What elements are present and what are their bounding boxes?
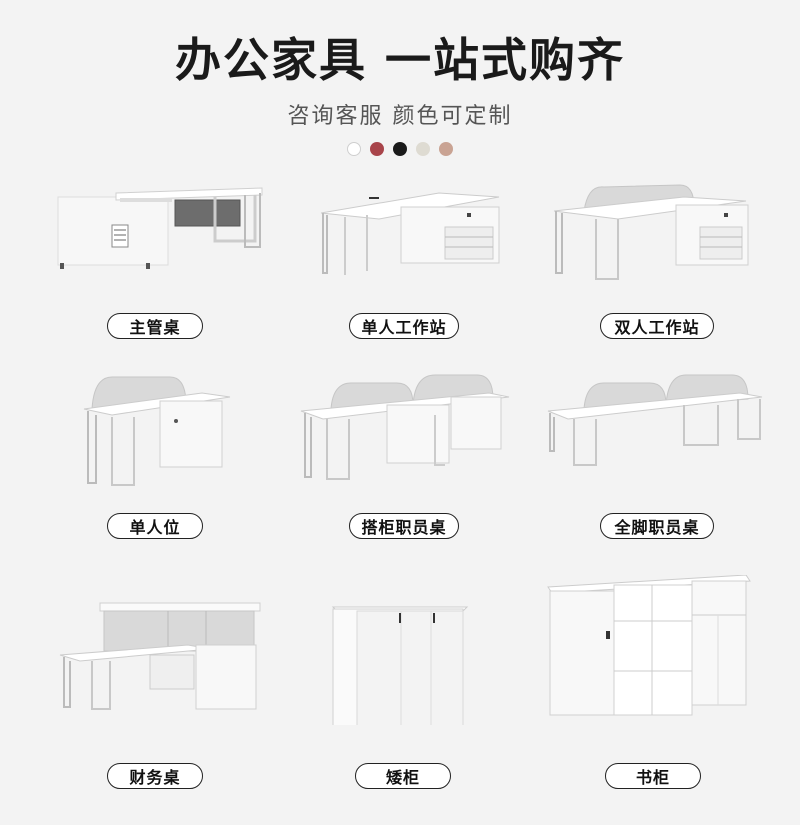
- single-workstation-image: [320, 192, 500, 275]
- full-leg-staff-desk-image: [547, 374, 763, 466]
- product-label-double-workstation[interactable]: 双人工作站: [600, 313, 714, 339]
- product-label-finance-desk[interactable]: 财务桌: [107, 763, 203, 789]
- product-label-cabinet-staff-desk[interactable]: 搭柜职员桌: [349, 513, 459, 539]
- product-full-leg-staff-desk[interactable]: 全脚职员桌: [534, 365, 800, 615]
- product-label-executive-desk[interactable]: 主管桌: [107, 313, 203, 339]
- product-label-bookcase[interactable]: 书柜: [605, 763, 701, 789]
- bookcase-image: [547, 575, 751, 716]
- double-workstation-image: [553, 184, 749, 280]
- product-finance-desk[interactable]: 财务桌: [0, 575, 266, 825]
- color-swatch-black[interactable]: [393, 142, 407, 156]
- finance-desk-image: [59, 602, 261, 710]
- product-low-cabinet[interactable]: 矮柜: [267, 575, 533, 825]
- product-cabinet-staff-desk[interactable]: 搭柜职员桌: [267, 365, 533, 615]
- product-executive-desk[interactable]: 主管桌: [0, 175, 266, 425]
- color-swatch-red[interactable]: [370, 142, 384, 156]
- product-double-workstation[interactable]: 双人工作站: [534, 175, 800, 425]
- product-label-single-seat-desk[interactable]: 单人位: [107, 513, 203, 539]
- product-label-low-cabinet[interactable]: 矮柜: [355, 763, 451, 789]
- single-seat-desk-image: [83, 376, 231, 486]
- color-swatches: [0, 142, 800, 156]
- product-bookcase[interactable]: 书柜: [534, 575, 800, 825]
- cabinet-staff-desk-image: [300, 374, 510, 480]
- product-single-seat-desk[interactable]: 单人位: [0, 365, 266, 615]
- executive-desk-image: [57, 187, 263, 269]
- color-swatch-beige[interactable]: [416, 142, 430, 156]
- page-subtitle: 咨询客服 颜色可定制: [287, 104, 513, 129]
- low-cabinet-image: [331, 606, 469, 725]
- product-label-full-leg-staff-desk[interactable]: 全脚职员桌: [600, 513, 714, 539]
- color-swatch-rose[interactable]: [439, 142, 453, 156]
- product-single-workstation[interactable]: 单人工作站: [267, 175, 533, 425]
- product-label-single-workstation[interactable]: 单人工作站: [349, 313, 459, 339]
- color-swatch-white[interactable]: [347, 142, 361, 156]
- page-title: 办公家具 一站式购齐: [174, 33, 625, 87]
